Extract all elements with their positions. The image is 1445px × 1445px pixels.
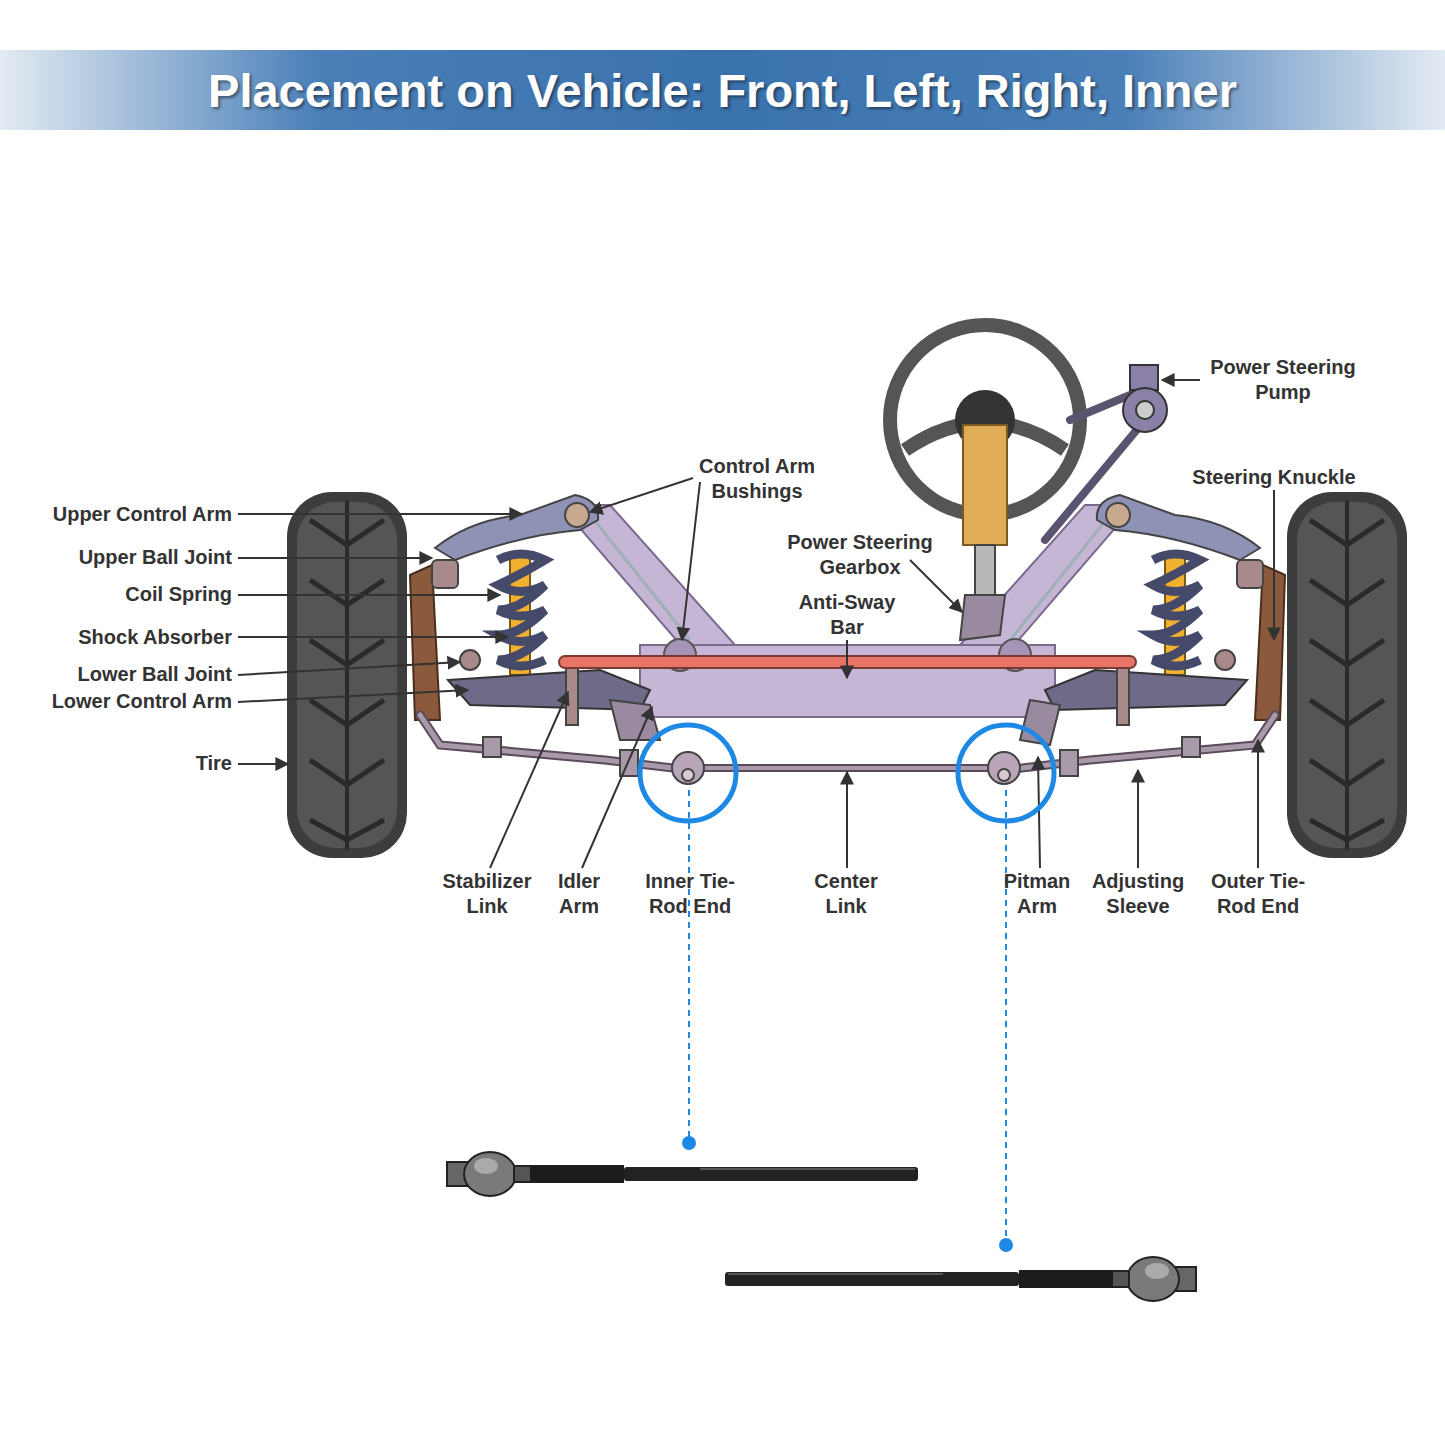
lower-control-arm — [1117, 665, 1129, 725]
upper-control-arm — [432, 495, 1263, 588]
part-label: Shock Absorber — [0, 625, 232, 650]
inner-tie-rod — [447, 1152, 918, 1196]
leader-line — [682, 482, 700, 640]
inner-tie-rod — [624, 1167, 918, 1181]
inner-tie-rod — [700, 1168, 915, 1170]
leader-line — [238, 662, 460, 675]
lower-control-arm — [460, 650, 480, 670]
upper-control-arm — [1237, 560, 1263, 588]
inner-tie-rod — [725, 1257, 1196, 1301]
part-label: Lower Ball Joint — [0, 662, 232, 687]
leader-line — [238, 690, 468, 702]
steering-linkage — [988, 752, 1020, 784]
coil-spring — [498, 554, 545, 666]
part-label: Tire — [0, 751, 232, 776]
part-label: Outer Tie-Rod End — [1196, 869, 1320, 919]
frame — [590, 515, 690, 640]
inner-tie-rod — [530, 1165, 624, 1183]
leader-line — [1162, 379, 1200, 381]
inner-tie-rod — [514, 1166, 532, 1182]
steering-linkage — [998, 769, 1010, 781]
highlight-callout — [688, 790, 690, 1140]
highlight-callout — [682, 1136, 696, 1150]
leader-line — [238, 513, 522, 515]
tire — [1287, 492, 1407, 858]
part-label: Control Arm Bushings — [687, 454, 827, 504]
steering-wheel — [1136, 401, 1154, 419]
leader-line — [1257, 740, 1259, 868]
part-label: Coil Spring — [0, 582, 232, 607]
part-label: Steering Knuckle — [1164, 465, 1384, 490]
upper-control-arm — [432, 560, 458, 588]
part-label: Upper Ball Joint — [0, 545, 232, 570]
inner-tie-rod — [1019, 1270, 1113, 1288]
steering-wheel — [1123, 388, 1167, 432]
steering-wheel — [1130, 365, 1158, 390]
leader-line — [1038, 757, 1040, 868]
steering-linkage — [420, 700, 1275, 784]
tire — [1345, 500, 1349, 850]
inner-tie-rod — [1127, 1257, 1179, 1301]
lower-control-arm — [1215, 650, 1235, 670]
steering-linkage — [610, 700, 660, 740]
leader-line — [846, 640, 848, 678]
part-label: Inner Tie-Rod End — [628, 869, 752, 919]
leader-line — [1273, 490, 1275, 640]
highlight-callout — [999, 1238, 1013, 1252]
inner-tie-rod — [1145, 1263, 1169, 1279]
steering-linkage — [672, 752, 704, 784]
steering-linkage — [682, 769, 694, 781]
steering-wheel — [890, 325, 1167, 640]
steering-wheel — [975, 545, 995, 595]
part-label: Adjusting Sleeve — [1082, 869, 1194, 919]
title-band: Placement on Vehicle: Front, Left, Right… — [0, 50, 1445, 130]
title-text: Placement on Vehicle: Front, Left, Right… — [208, 63, 1237, 118]
part-label: Power Steering Pump — [1198, 355, 1368, 405]
part-label: Idler Arm — [548, 869, 610, 919]
tire — [1310, 520, 1384, 840]
inner-tie-rod — [1111, 1271, 1129, 1287]
inner-tie-rod — [725, 1272, 1019, 1286]
inner-tie-rod — [728, 1273, 943, 1275]
leader-line — [238, 594, 500, 596]
part-label: Pitman Arm — [991, 869, 1083, 919]
inner-tie-rod — [464, 1152, 516, 1196]
part-label: Power Steering Gearbox — [775, 530, 945, 580]
leader-line — [590, 478, 693, 512]
lower-control-arm — [566, 665, 578, 725]
leader-line — [490, 692, 568, 868]
leader-line — [846, 772, 848, 868]
highlight-callout — [1005, 790, 1007, 1242]
upper-control-arm — [1106, 503, 1130, 527]
leader-line — [238, 380, 1274, 868]
leader-line — [238, 636, 508, 638]
tire — [345, 500, 349, 850]
part-label: Lower Control Arm — [0, 689, 232, 714]
leader-line — [238, 763, 288, 765]
lower-control-arm — [1045, 670, 1247, 710]
tire — [287, 492, 407, 858]
steering-wheel — [960, 595, 1005, 640]
part-label: Stabilizer Link — [431, 869, 543, 919]
part-label: Upper Control Arm — [0, 502, 232, 527]
part-label: Center Link — [800, 869, 892, 919]
leader-line — [238, 557, 432, 559]
steering-linkage — [483, 737, 501, 757]
steering-wheel — [963, 425, 1007, 545]
steering-linkage — [1182, 737, 1200, 757]
tire — [310, 520, 384, 840]
leader-line — [1137, 770, 1139, 868]
coil-spring — [1153, 554, 1200, 666]
inner-tie-rod — [474, 1158, 498, 1174]
leader-line — [910, 560, 962, 612]
steering-linkage — [1060, 750, 1078, 776]
upper-control-arm — [565, 503, 589, 527]
frame — [1010, 515, 1110, 640]
part-label: Anti-Sway Bar — [787, 590, 907, 640]
